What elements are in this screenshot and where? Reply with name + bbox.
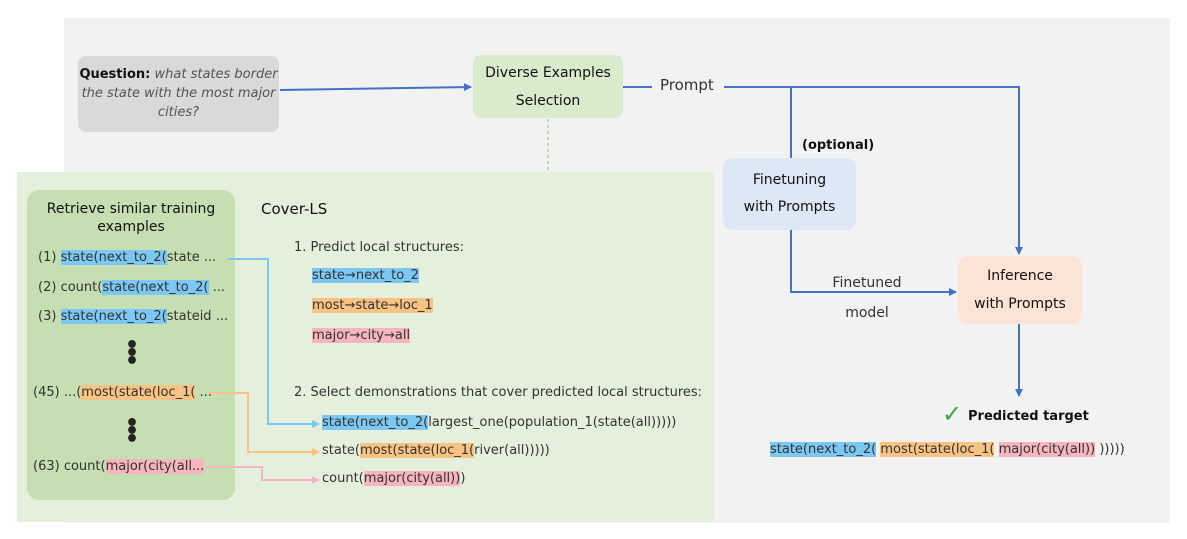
inference-line1: Inference (987, 268, 1053, 284)
ellipsis-dots-2: ••• (125, 411, 140, 452)
diverse-examples-selection-box: Diverse Examples Selection (473, 55, 623, 118)
example-3-hl: state(next_to_2( (60, 309, 167, 324)
example-3: (3) state(next_to_2(stateid ... (38, 309, 228, 324)
finetune-line2: with Prompts (743, 199, 836, 215)
demo-2-rest: river(all))))) (474, 443, 550, 458)
demo-3-pre: count( (322, 471, 364, 486)
example-1: (1) state(next_to_2(state ... (38, 250, 216, 265)
predicted-target-code: state(next_to_2( most(state(loc_1( major… (770, 442, 1125, 457)
finetuned-model-label: Finetuned model (825, 268, 909, 328)
arrow-ex63-to-demo3 (205, 466, 320, 484)
demo-3: count(major(city(all))) (322, 471, 465, 486)
question-text: what states border the state with the mo… (81, 67, 278, 120)
local-structure-2: most→state→loc_1 (312, 298, 433, 313)
retrieve-title: Retrieve similar training examples (46, 201, 216, 235)
prompt-label: Prompt (660, 76, 714, 94)
target-part3: major(city(all)) (998, 442, 1096, 457)
cover-ls-title: Cover-LS (261, 200, 328, 218)
diverse-line1: Diverse Examples (485, 65, 611, 81)
example-45-hl: most(state(loc_1( (81, 385, 196, 400)
finetuning-box: Finetuning with Prompts (723, 158, 856, 230)
example-45-pre: ...( (63, 385, 82, 400)
arrow-ex1-to-demo1 (228, 258, 320, 428)
local-structure-1: state→next_to_2 (312, 268, 419, 283)
ellipsis-dots-1: ••• (125, 333, 140, 374)
diverse-line2: Selection (515, 93, 581, 109)
demo-2-hl: most(state(loc_1( (360, 443, 475, 458)
example-2-hl: state(next_to_2( (102, 280, 209, 295)
arrow-finetune-to-inference (790, 230, 957, 296)
inference-line2: with Prompts (974, 296, 1066, 312)
finetune-line1: Finetuning (752, 172, 827, 188)
optional-label: (optional) (802, 138, 875, 153)
step2-text: 2. Select demonstrations that cover pred… (294, 385, 703, 400)
arrow-question-to-selection (279, 83, 472, 92)
step1-text: 1. Predict local structures: (294, 240, 465, 255)
example-45: (45) ...(most(state(loc_1( ... (33, 385, 212, 400)
target-tail: ))))) (1095, 442, 1125, 457)
example-3-rest: stateid ... (166, 309, 229, 324)
question-box: Question: what states border the state w… (78, 56, 279, 132)
example-1-hl: state(next_to_2( (60, 250, 167, 265)
predicted-target-label: Predicted target (968, 409, 1089, 424)
target-part2: most(state(loc_1( (880, 442, 995, 457)
example-3-num: (3) (38, 309, 57, 324)
demo-1-rest: largest_one(population_1(state(all))))) (428, 415, 677, 430)
demo-3-hl: major(city(all)) (363, 471, 461, 486)
example-1-num: (1) (38, 250, 57, 265)
local-structure-3: major→city→all (312, 328, 411, 343)
question-label: Question: (79, 67, 151, 82)
target-part1: state(next_to_2( (770, 442, 877, 457)
check-icon: ✓ (942, 400, 963, 428)
example-2-rest: ... (208, 280, 226, 295)
example-2: (2) count(state(next_to_2( ... (38, 280, 225, 295)
example-63-hl: major(city(all... (105, 459, 205, 474)
example-45-num: (45) (33, 385, 60, 400)
finetuned-line1: Finetuned (832, 275, 902, 291)
example-2-pre: count( (60, 280, 103, 295)
demo-1-hl: state(next_to_2( (322, 415, 429, 430)
example-63-num: (63) (33, 459, 60, 474)
example-63-pre: count( (63, 459, 106, 474)
arrow-prompt-to-inference (724, 86, 1023, 255)
finetuned-line2: model (845, 305, 889, 321)
demo-1: state(next_to_2(largest_one(population_1… (322, 415, 676, 430)
demo-3-rest: ) (460, 471, 466, 486)
retrieve-box (27, 190, 235, 500)
demo-2: state(most(state(loc_1(river(all))))) (322, 443, 550, 458)
example-1-rest: state ... (166, 250, 217, 265)
example-45-rest: ... (195, 385, 212, 400)
demo-2-pre: state( (322, 443, 361, 458)
inference-box: Inference with Prompts (958, 256, 1082, 324)
arrow-ex45-to-demo2 (208, 392, 320, 456)
example-2-num: (2) (38, 280, 57, 295)
example-63: (63) count(major(city(all... (33, 459, 205, 474)
